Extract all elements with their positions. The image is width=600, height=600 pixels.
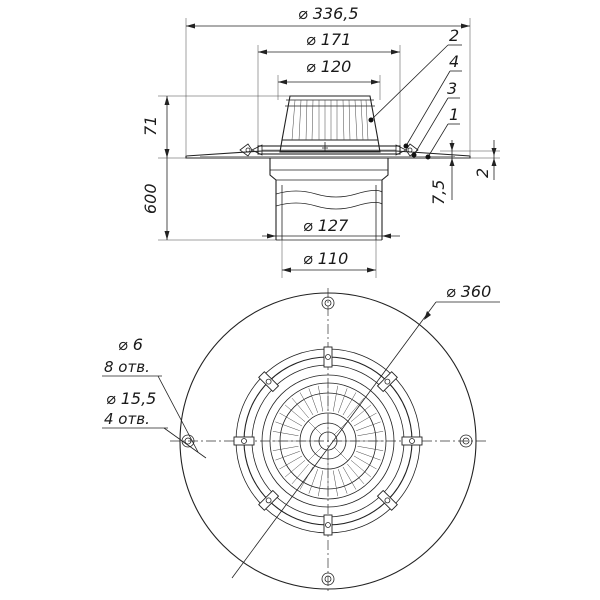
callout-label-3: 3 bbox=[447, 79, 457, 98]
dim-label-600: 600 bbox=[141, 183, 160, 214]
clamp-lugs bbox=[233, 346, 423, 536]
flange-holes bbox=[181, 296, 473, 586]
dim-label-2: 2 bbox=[473, 168, 492, 178]
clamp-lug bbox=[258, 489, 280, 511]
dim-line-120 bbox=[278, 79, 380, 85]
dim-line-7-5 bbox=[449, 140, 455, 200]
hole-label-6: ⌀ 6 bbox=[118, 335, 143, 354]
dim-label-110: ⌀ 110 bbox=[303, 249, 348, 268]
dim-line-71 bbox=[164, 96, 170, 158]
dim-label-336: ⌀ 336,5 bbox=[298, 4, 359, 23]
plan-view: ⌀ 360 ⌀ 6 8 отв. ⌀ 15,5 4 отв. bbox=[102, 282, 500, 594]
clamp-lug bbox=[376, 489, 398, 511]
clamp-lug bbox=[258, 371, 280, 393]
hole-count-4: 4 отв. bbox=[104, 410, 150, 428]
callout-label-2: 2 bbox=[449, 26, 459, 45]
side-elevation-view: ⌀ 336,5 ⌀ 171 ⌀ 120 71 600 bbox=[141, 4, 500, 278]
hole-label-15-5: ⌀ 15,5 bbox=[106, 389, 156, 408]
clamp-ring bbox=[239, 143, 419, 159]
dim-line-127 bbox=[262, 233, 400, 239]
dim-line-600 bbox=[164, 158, 170, 240]
dim-line-171 bbox=[258, 49, 400, 55]
clamp-lug bbox=[376, 371, 398, 393]
callout-label-1: 1 bbox=[449, 105, 459, 124]
dim-label-171: ⌀ 171 bbox=[306, 30, 351, 49]
leaf-guard-dome bbox=[279, 95, 381, 153]
dome-rib-pattern bbox=[272, 385, 384, 497]
clamp-lug bbox=[401, 436, 423, 446]
clamp-lug bbox=[323, 514, 333, 536]
dim-label-7-5: 7,5 bbox=[429, 180, 448, 205]
clamp-lug bbox=[323, 346, 333, 368]
dim-label-71: 71 bbox=[141, 116, 160, 136]
dim-line-110 bbox=[282, 267, 376, 273]
dim-label-360: ⌀ 360 bbox=[446, 282, 491, 301]
hole-count-8: 8 отв. bbox=[104, 358, 150, 376]
dim-label-127: ⌀ 127 bbox=[303, 216, 349, 235]
callout-leaders bbox=[368, 44, 462, 160]
dim-line-2 bbox=[491, 140, 497, 180]
clamp-lug bbox=[233, 436, 255, 446]
dim-line-336 bbox=[186, 23, 470, 29]
dim-label-120: ⌀ 120 bbox=[306, 57, 351, 76]
callout-label-4: 4 bbox=[449, 52, 459, 71]
outer-flange-circle bbox=[179, 292, 477, 590]
drain-body-pipe bbox=[269, 158, 389, 241]
